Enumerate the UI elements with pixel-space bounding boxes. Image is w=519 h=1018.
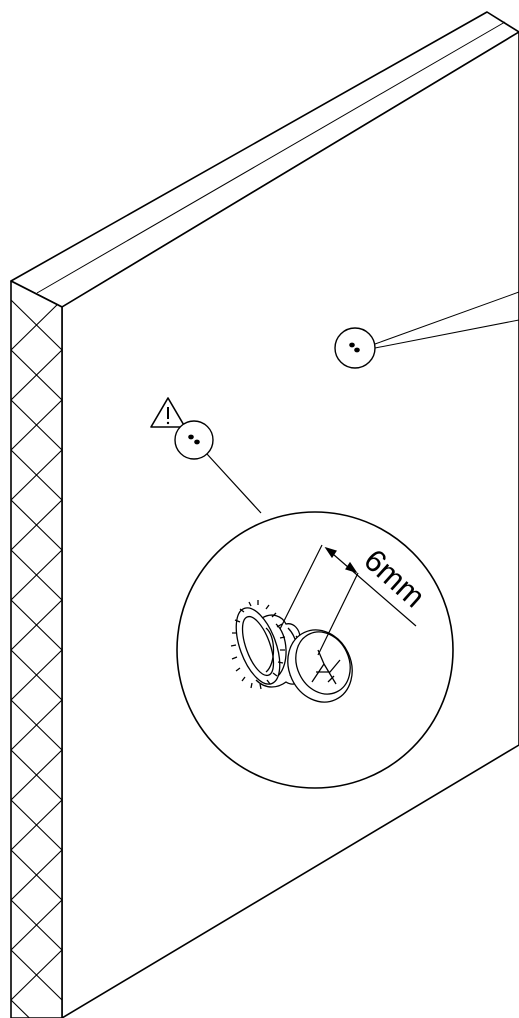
screw-detail-magnifier: 6mm <box>176 511 454 789</box>
mount-hole-left <box>174 420 262 514</box>
screw-drawing <box>230 600 353 703</box>
wall-edge-hatch <box>11 299 62 1018</box>
dimension-6mm <box>279 544 417 656</box>
wall-panel <box>10 11 519 1018</box>
warning-triangle-icon <box>150 397 186 428</box>
mount-hole-right <box>334 291 519 369</box>
wall-side-face <box>10 280 63 1018</box>
